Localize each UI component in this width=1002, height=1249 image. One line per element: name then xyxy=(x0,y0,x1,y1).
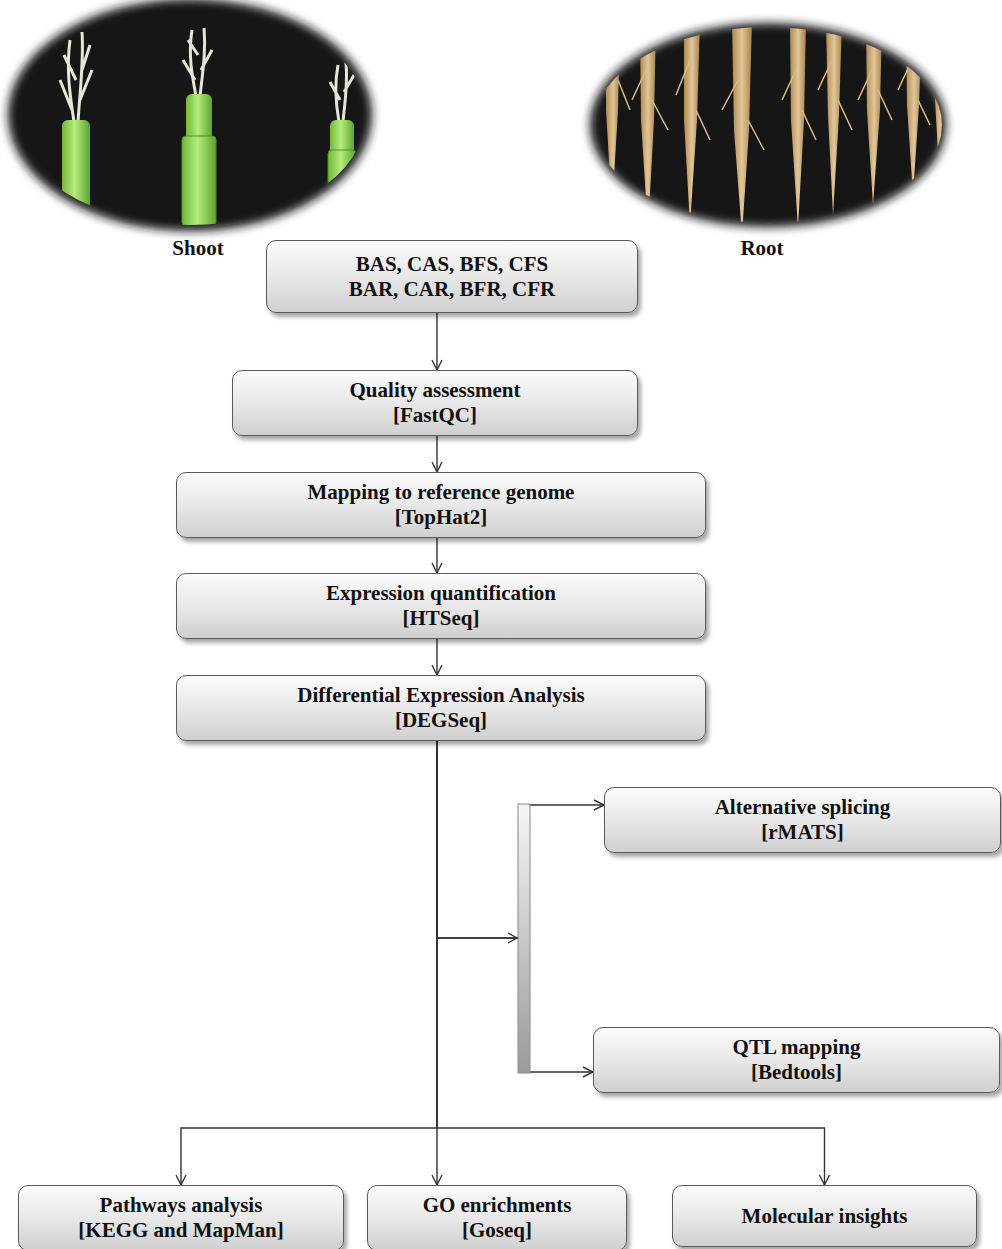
root xyxy=(790,20,806,228)
box-content: GO enrichments[Goseq] xyxy=(415,1190,580,1246)
tool-name: [HTSeq] xyxy=(402,606,479,631)
root xyxy=(906,20,922,195)
step-title: Molecular insights xyxy=(742,1204,908,1229)
box-content: Quality assessment[FastQC] xyxy=(342,375,529,431)
root xyxy=(934,30,946,170)
root xyxy=(684,20,700,225)
tool-name: [DEGSeq] xyxy=(395,708,487,733)
tool-name: [rMATS] xyxy=(761,820,843,845)
step-title: QTL mapping xyxy=(733,1035,861,1060)
step-title: Pathways analysis xyxy=(100,1193,263,1218)
box-content: QTL mapping[Bedtools] xyxy=(725,1032,869,1088)
tool-name: [Goseq] xyxy=(462,1218,532,1243)
photo-label: Shoot xyxy=(172,236,223,261)
tool-name: [Bedtools] xyxy=(751,1060,842,1085)
box-content: Mapping to reference genome[TopHat2] xyxy=(300,477,583,533)
step-title: Differential Expression Analysis xyxy=(297,683,584,708)
process-box: Molecular insights xyxy=(672,1185,977,1247)
step-title: Mapping to reference genome xyxy=(308,480,575,505)
shoot-stem xyxy=(62,120,90,230)
root xyxy=(826,20,842,215)
box-content: Molecular insights xyxy=(734,1201,916,1232)
flow-arrow xyxy=(436,639,437,675)
root-hairs xyxy=(598,60,930,150)
tool-name: [TopHat2] xyxy=(395,505,488,530)
branch-bracket xyxy=(518,804,530,1073)
root xyxy=(640,20,656,230)
root xyxy=(866,20,882,205)
flow-arrow xyxy=(437,741,593,1072)
shoot-tip xyxy=(330,62,354,122)
root xyxy=(732,20,752,235)
root xyxy=(606,20,620,210)
shoot-tip xyxy=(183,28,212,96)
tool-name: [KEGG and MapMan] xyxy=(78,1218,283,1243)
process-box: Pathways analysis[KEGG and MapMan] xyxy=(18,1185,344,1249)
sample-photos xyxy=(0,0,1002,240)
box-content: Alternative splicing[rMATS] xyxy=(707,792,899,848)
shoot-sheath xyxy=(182,136,216,226)
box-content: Differential Expression Analysis[DEGSeq] xyxy=(289,680,592,736)
tool-name: [FastQC] xyxy=(393,403,477,428)
step-title: Alternative splicing xyxy=(715,795,891,820)
box-content: BAS, CAS, BFS, CFSBAR, CAR, BFR, CFR xyxy=(341,249,564,305)
process-box: Quality assessment[FastQC] xyxy=(232,370,638,436)
step-title: Quality assessment xyxy=(350,378,521,403)
shoot-sheath xyxy=(328,150,356,230)
shoot-photo xyxy=(60,28,356,230)
root-photo xyxy=(598,20,946,235)
flow-arrow xyxy=(436,538,437,573)
box-content: Pathways analysis[KEGG and MapMan] xyxy=(70,1190,291,1246)
flow-arrow xyxy=(436,436,437,472)
step-title: GO enrichments xyxy=(423,1193,572,1218)
process-box: BAS, CAS, BFS, CFSBAR, CAR, BFR, CFR xyxy=(266,240,638,313)
arrowhead xyxy=(508,933,517,943)
step-title: BAS, CAS, BFS, CFS xyxy=(356,252,549,277)
process-box: Differential Expression Analysis[DEGSeq] xyxy=(176,675,706,741)
process-box: QTL mapping[Bedtools] xyxy=(593,1027,1000,1093)
box-content: Expression quantification[HTSeq] xyxy=(318,578,564,634)
tool-name: BAR, CAR, BFR, CFR xyxy=(349,277,556,302)
flow-arrow xyxy=(436,313,437,370)
process-box: Alternative splicing[rMATS] xyxy=(604,787,1001,853)
process-box: Expression quantification[HTSeq] xyxy=(176,573,706,639)
shoot-tip xyxy=(60,32,92,122)
photo-ground xyxy=(8,0,372,231)
process-box: GO enrichments[Goseq] xyxy=(367,1185,627,1249)
photo-label: Root xyxy=(740,236,783,261)
flow-arrow xyxy=(181,741,437,1185)
step-title: Expression quantification xyxy=(326,581,556,606)
process-box: Mapping to reference genome[TopHat2] xyxy=(176,472,706,538)
